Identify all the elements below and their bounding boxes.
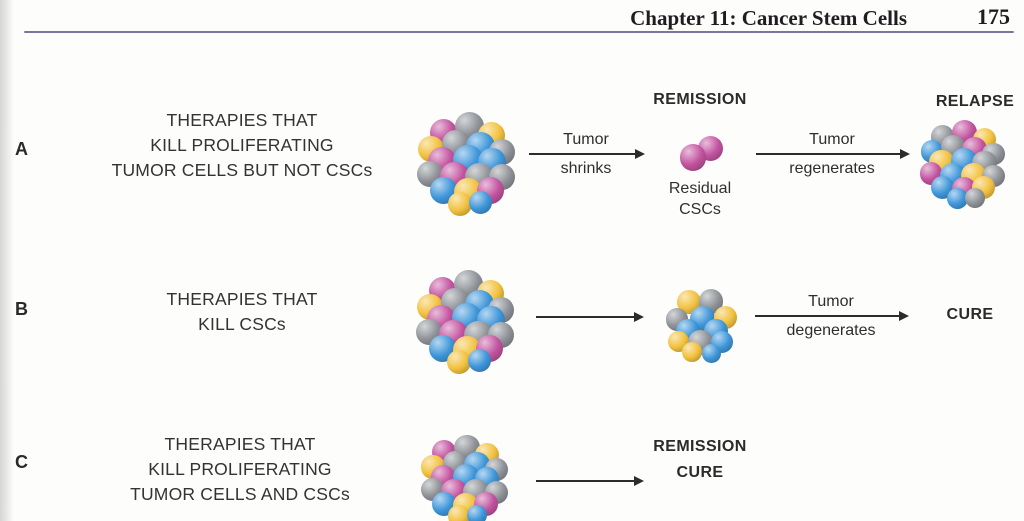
tumor-cell-ball [701,343,721,363]
therapy-line: KILL PROLIFERATING [148,459,332,479]
residual-cscs-cluster [678,132,724,174]
therapy-line: TUMOR CELLS BUT NOT CSCs [111,160,373,180]
tumor-cluster-mixed-a [417,112,516,216]
header-rule [24,31,1014,33]
tumor-cell-ball [466,504,488,521]
csc-depleted-tumor-cluster [666,289,737,363]
arrow-tumor-shrinks: Tumor shrinks [529,130,645,178]
therapy-description-c: THERAPIES THAT KILL PROLIFERATING TUMOR … [85,432,395,507]
tumor-cluster-mixed-b [416,270,515,374]
outcome-line: CURE [676,464,724,481]
residual-cscs-caption: Residual CSCs [647,178,753,220]
panel-label-c: C [15,452,28,472]
page-edge-shadow [0,0,14,521]
therapy-line: THERAPIES THAT [166,110,318,130]
cure-heading: CURE [946,306,994,323]
therapy-line: THERAPIES THAT [166,289,318,309]
therapy-line: THERAPIES THAT [164,434,316,454]
panel-label-b: B [15,299,28,319]
tumor-cell-ball [448,505,470,521]
outcome-line: REMISSION [653,438,747,455]
tumor-cell-ball [447,349,472,374]
arrow-label-bottom: shrinks [560,160,612,177]
therapy-line: KILL CSCs [198,314,286,334]
arrow-tumor-regenerates: Tumor regenerates [756,130,910,178]
page-number: 175 [977,4,1010,29]
right-arrow-icon [755,311,909,321]
tumor-cell-ball [946,188,968,210]
therapy-description-a: THERAPIES THAT KILL PROLIFERATING TUMOR … [92,108,392,183]
running-head-title: Chapter 11: Cancer Stem Cells [630,6,907,30]
arrow-tumor-degenerates: Tumor degenerates [755,292,909,340]
relapse-heading: RELAPSE [935,93,1015,110]
right-arrow-icon [536,312,644,322]
therapy-description-b: THERAPIES THAT KILL CSCs [92,287,392,337]
arrow-label-top: Tumor [808,293,854,310]
tumor-cell-ball [467,349,492,373]
remission-heading: REMISSION [653,91,747,108]
right-arrow-icon [536,476,644,486]
relapsed-tumor-cluster [919,119,1005,210]
tumor-cell-ball [964,187,985,209]
tumor-cell-ball [468,191,493,215]
right-arrow-icon [529,149,645,159]
arrow-label-top: Tumor [809,131,855,148]
therapy-line: KILL PROLIFERATING [150,135,334,155]
arrow-label-top: Tumor [563,131,609,148]
caption-line: Residual [668,180,732,197]
arrow-label-bottom: regenerates [789,160,875,177]
therapy-line: TUMOR CELLS AND CSCs [130,484,350,504]
panel-label-a: A [15,139,28,159]
right-arrow-icon [756,149,910,159]
remission-cure-heading: REMISSION CURE [640,434,760,486]
csc-cell-ball [679,144,707,171]
tumor-cluster-mixed-c [420,434,508,521]
tumor-cell-ball [682,342,702,363]
caption-line: CSCs [679,201,721,218]
arrow-label-bottom: degenerates [786,322,876,339]
tumor-cell-ball [448,191,473,216]
